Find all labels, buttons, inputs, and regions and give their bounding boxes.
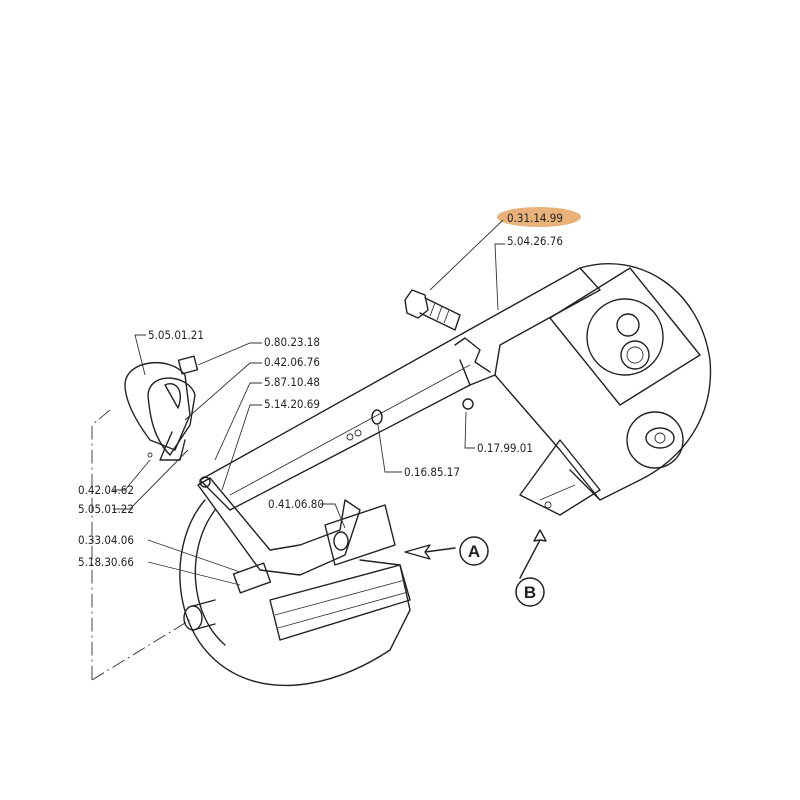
part-label-5-05-01-21[interactable]: 5.05.01.21 — [148, 328, 204, 342]
view-marker-b-label: B — [524, 583, 536, 602]
part-label-0-80-23-18[interactable]: 0.80.23.18 — [264, 335, 320, 349]
part-label-5-05-01-22[interactable]: 5.05.01.22 — [78, 502, 134, 516]
view-marker-a: A — [459, 536, 489, 566]
highlight-marker — [497, 207, 581, 227]
part-label-0-17-99-01[interactable]: 0.17.99.01 — [477, 441, 533, 455]
view-marker-b: B — [515, 577, 545, 607]
part-label-0-33-04-06[interactable]: 0.33.04.06 — [78, 533, 134, 547]
part-labels: 0.31.14.99 5.04.26.76 5.05.01.21 0.80.23… — [78, 211, 563, 569]
handle-grip — [124, 355, 199, 461]
part-label-5-87-10-48[interactable]: 5.87.10.48 — [264, 375, 320, 389]
saw-arm — [199, 263, 712, 516]
part-label-0-31-14-99[interactable]: 0.31.14.99 — [507, 211, 563, 225]
part-label-5-04-26-76[interactable]: 5.04.26.76 — [507, 234, 563, 248]
handle-bar — [197, 398, 474, 594]
lower-wheel-guard — [179, 499, 411, 687]
part-label-5-14-20-69[interactable]: 5.14.20.69 — [264, 397, 320, 411]
view-arrows — [404, 529, 547, 579]
bolt — [404, 289, 461, 331]
part-label-5-18-30-66[interactable]: 5.18.30.66 — [78, 555, 134, 569]
part-label-0-16-85-17[interactable]: 0.16.85.17 — [404, 465, 460, 479]
part-label-0-41-06-80[interactable]: 0.41.06.80 — [268, 497, 324, 511]
part-label-0-42-04-62[interactable]: 0.42.04.62 — [78, 483, 134, 497]
view-marker-a-label: A — [468, 542, 480, 561]
part-label-0-42-06-76[interactable]: 0.42.06.76 — [264, 355, 320, 369]
leader-lines — [91, 219, 505, 681]
